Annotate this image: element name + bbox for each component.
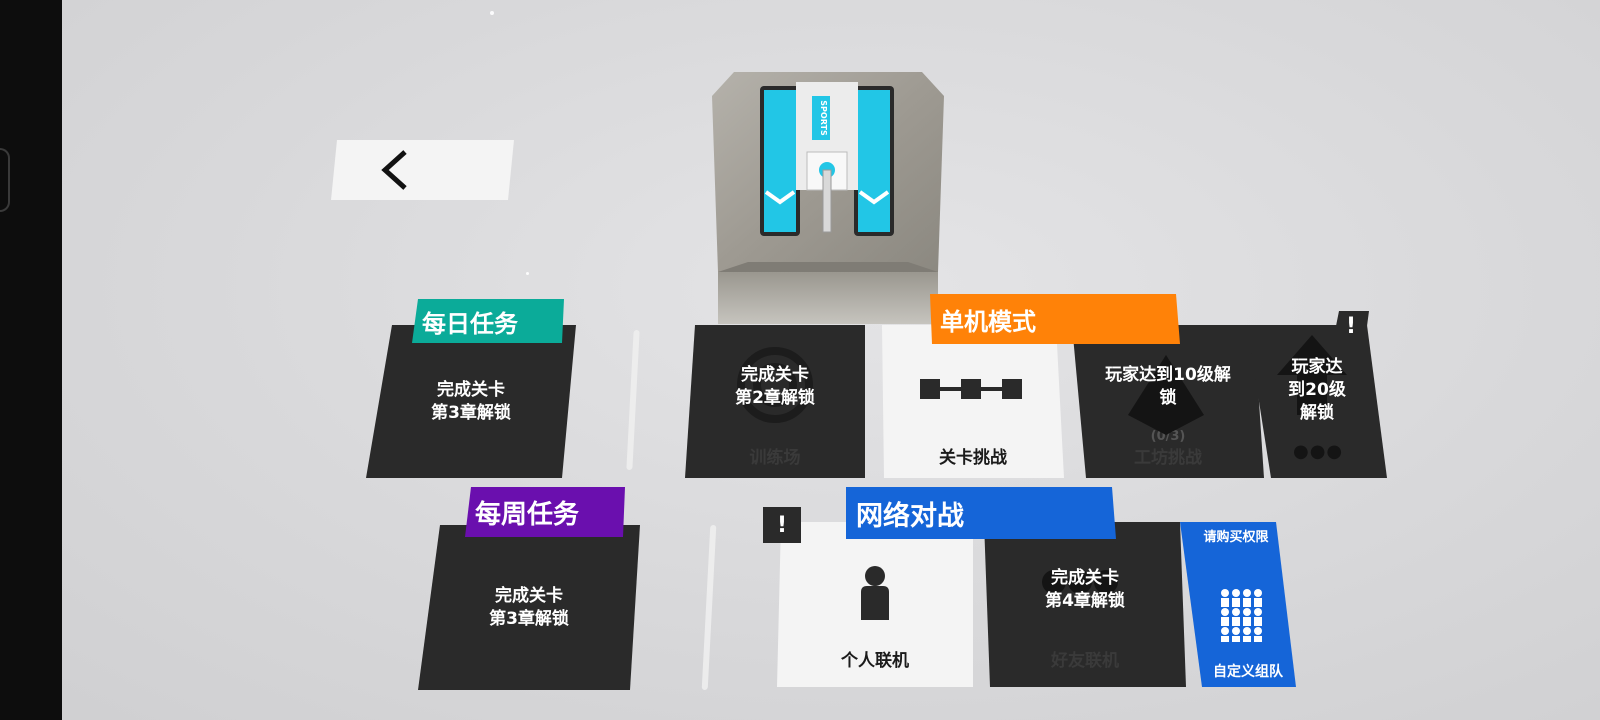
person-icon xyxy=(861,566,889,620)
friends-online-label: 好友联机 xyxy=(1051,651,1119,671)
workshop-challenge-tile[interactable]: 玩家达到10级解 锁 (0/3) 工坊挑战 xyxy=(1072,325,1264,478)
custom-team-tile[interactable]: 请购买权限 自定义组队 xyxy=(1180,522,1296,687)
purchase-permission-label: 请购买权限 xyxy=(1203,530,1269,545)
left-system-bar xyxy=(0,0,62,720)
weekly-tasks-header: 每周任务 xyxy=(465,487,625,537)
tank-pedestal: SPORTS xyxy=(712,72,944,324)
back-button[interactable] xyxy=(331,140,514,200)
level-path-icon xyxy=(920,377,1022,401)
target-icon xyxy=(737,347,813,423)
sparkle xyxy=(490,11,494,15)
more-modes-tile[interactable]: 玩家达 到20级 解锁 ●●● xyxy=(1247,325,1387,478)
workshop-label: 工坊挑战 xyxy=(1134,448,1202,468)
daily-tasks-header: 每日任务 xyxy=(412,299,564,343)
divider xyxy=(701,525,717,690)
divider xyxy=(626,330,640,470)
level-challenge-tile[interactable]: 关卡挑战 xyxy=(882,325,1064,478)
training-ground-tile[interactable]: 完成关卡 第2章解锁 训练场 xyxy=(685,325,865,478)
training-label: 训练场 xyxy=(749,448,801,468)
workshop-progress: (0/3) xyxy=(1150,429,1186,444)
single-player-header: 单机模式 xyxy=(930,294,1180,344)
custom-team-label: 自定义组队 xyxy=(1213,664,1283,680)
solo-online-tile[interactable]: 个人联机 xyxy=(777,522,973,687)
solo-online-label: 个人联机 xyxy=(841,651,909,671)
level-challenge-label: 关卡挑战 xyxy=(939,448,1007,468)
chevron-left-icon xyxy=(377,148,413,192)
team-icon xyxy=(1218,588,1264,642)
online-battle-header: 网络对战 xyxy=(846,487,1116,539)
sparkle xyxy=(526,272,529,275)
svg-text:SPORTS: SPORTS xyxy=(819,100,828,136)
friends-lock-text: 完成关卡 第4章解锁 xyxy=(1045,567,1125,611)
training-lock-text: 完成关卡 第2章解锁 xyxy=(735,364,815,408)
arrow-up-icon xyxy=(1277,335,1347,415)
daily-tasks-tile[interactable]: 完成关卡 第3章解锁 xyxy=(366,325,576,478)
daily-tasks-lock-text: 完成关卡 第3章解锁 xyxy=(431,379,511,423)
workshop-icon xyxy=(1128,355,1204,435)
more-dots-icon: ●●● xyxy=(1293,441,1344,462)
tank: SPORTS xyxy=(760,82,894,236)
weekly-tasks-tile[interactable]: 完成关卡 第3章解锁 xyxy=(418,525,640,690)
workshop-lock-text: 玩家达到10级解 锁 xyxy=(1105,364,1231,408)
friends-icon xyxy=(1040,568,1120,598)
camera-notch xyxy=(0,148,10,212)
weekly-tasks-lock-text: 完成关卡 第3章解锁 xyxy=(489,585,569,629)
more-modes-alert: ! xyxy=(1333,311,1369,341)
solo-online-alert: ! xyxy=(763,507,801,543)
more-lock-text: 玩家达 到20级 解锁 xyxy=(1288,357,1346,423)
friends-online-tile[interactable]: 完成关卡 第4章解锁 好友联机 xyxy=(984,522,1186,687)
